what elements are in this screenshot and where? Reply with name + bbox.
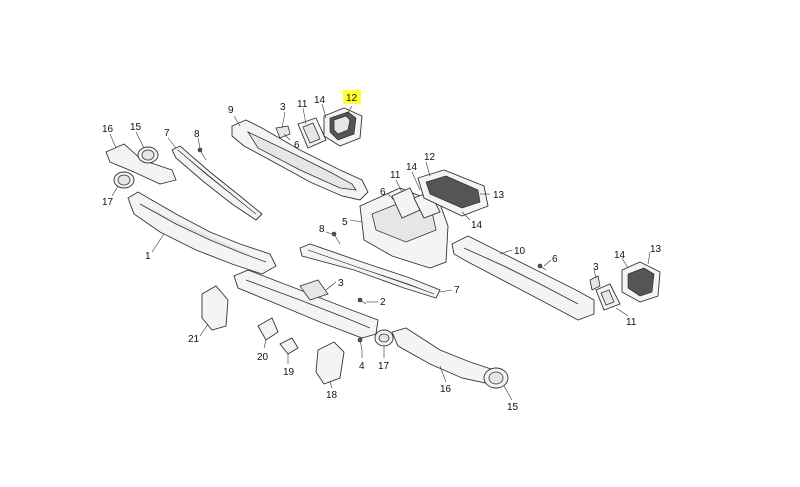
callout-15[interactable]: 15: [130, 122, 142, 133]
callout-8[interactable]: 8: [319, 224, 325, 235]
part-12-vent-grille-top[interactable]: [323, 107, 363, 147]
callout-6[interactable]: 6: [294, 140, 300, 151]
part-11-gasket-center[interactable]: [391, 187, 441, 219]
callout-17[interactable]: 17: [378, 361, 390, 372]
part-15-elbow-left[interactable]: [137, 146, 159, 164]
part-13-vent-grille-right[interactable]: [621, 261, 661, 303]
callout-3[interactable]: 3: [338, 278, 344, 289]
callout-16[interactable]: 16: [102, 124, 114, 135]
part-1-lower-duct[interactable]: [127, 191, 277, 275]
callout-6[interactable]: 6: [552, 254, 558, 265]
callout-13[interactable]: 13: [650, 244, 662, 255]
callout-12[interactable]: 12: [424, 152, 436, 163]
callout-19[interactable]: 19: [283, 367, 295, 378]
callout-2[interactable]: 2: [380, 297, 386, 308]
leader-lines: [109, 103, 651, 401]
callout-7[interactable]: 7: [164, 128, 170, 139]
part-17-collar-left[interactable]: [113, 171, 135, 189]
part-11-gasket-right[interactable]: [595, 283, 621, 311]
callout-3[interactable]: 3: [593, 262, 599, 273]
callout-1[interactable]: 1: [145, 251, 151, 262]
part-lower-center-duct[interactable]: [233, 269, 379, 339]
callout-12-highlighted[interactable]: 12: [346, 93, 358, 104]
part-3-clip[interactable]: [275, 125, 291, 139]
part-7-seal-strip-lower[interactable]: [299, 243, 441, 299]
part-8-screw-center[interactable]: [331, 231, 341, 245]
part-10-right-duct[interactable]: [451, 235, 595, 321]
part-9-upper-duct[interactable]: [231, 119, 369, 201]
part-3-clip-right[interactable]: [589, 275, 601, 291]
part-20-clip[interactable]: [257, 317, 279, 341]
callout-14[interactable]: 14: [471, 220, 483, 231]
callout-11[interactable]: 11: [390, 170, 401, 181]
callout-18[interactable]: 18: [326, 390, 338, 401]
part-16-hose-left[interactable]: [105, 143, 177, 185]
callout-10[interactable]: 10: [514, 246, 526, 257]
part-17-collar-lower[interactable]: [374, 329, 394, 347]
part-16-hose-lower[interactable]: [391, 327, 495, 385]
part-6-screw-right[interactable]: [537, 263, 547, 271]
part-21-bracket[interactable]: [201, 285, 229, 331]
callout-14[interactable]: 14: [614, 250, 626, 261]
callout-4[interactable]: 4: [359, 361, 365, 372]
callout-5[interactable]: 5: [342, 217, 348, 228]
part-7-seal-strip-upper[interactable]: [171, 145, 263, 221]
part-15-elbow-lower[interactable]: [483, 367, 509, 389]
callout-14[interactable]: 14: [314, 95, 326, 106]
part-11-gasket-top[interactable]: [297, 117, 327, 149]
part-2-screw[interactable]: [357, 297, 367, 305]
callout-9[interactable]: 9: [228, 105, 234, 116]
callout-16[interactable]: 16: [440, 384, 452, 395]
callout-11[interactable]: 11: [626, 317, 637, 328]
part-12-vent-grille-center[interactable]: [417, 169, 489, 217]
callout-8[interactable]: 8: [194, 129, 200, 140]
part-4-screw[interactable]: [357, 337, 363, 351]
callout-17[interactable]: 17: [102, 197, 114, 208]
callout-13[interactable]: 13: [493, 190, 505, 201]
part-8-screw-top[interactable]: [197, 147, 207, 161]
callout-labels: 12 14 11 3 9 6 8 7 16 15 17 1 12 14 11 6…: [102, 90, 662, 413]
callout-7[interactable]: 7: [454, 285, 460, 296]
part-19-block[interactable]: [279, 337, 299, 355]
callout-highlight: [343, 90, 361, 104]
part-18-bracket[interactable]: [315, 341, 345, 385]
callout-20[interactable]: 20: [257, 352, 269, 363]
callout-15[interactable]: 15: [507, 402, 519, 413]
callout-3[interactable]: 3: [280, 102, 286, 113]
callout-14[interactable]: 14: [406, 162, 418, 173]
callout-11[interactable]: 11: [297, 99, 308, 110]
callout-6[interactable]: 6: [380, 187, 386, 198]
callout-21[interactable]: 21: [188, 334, 200, 345]
